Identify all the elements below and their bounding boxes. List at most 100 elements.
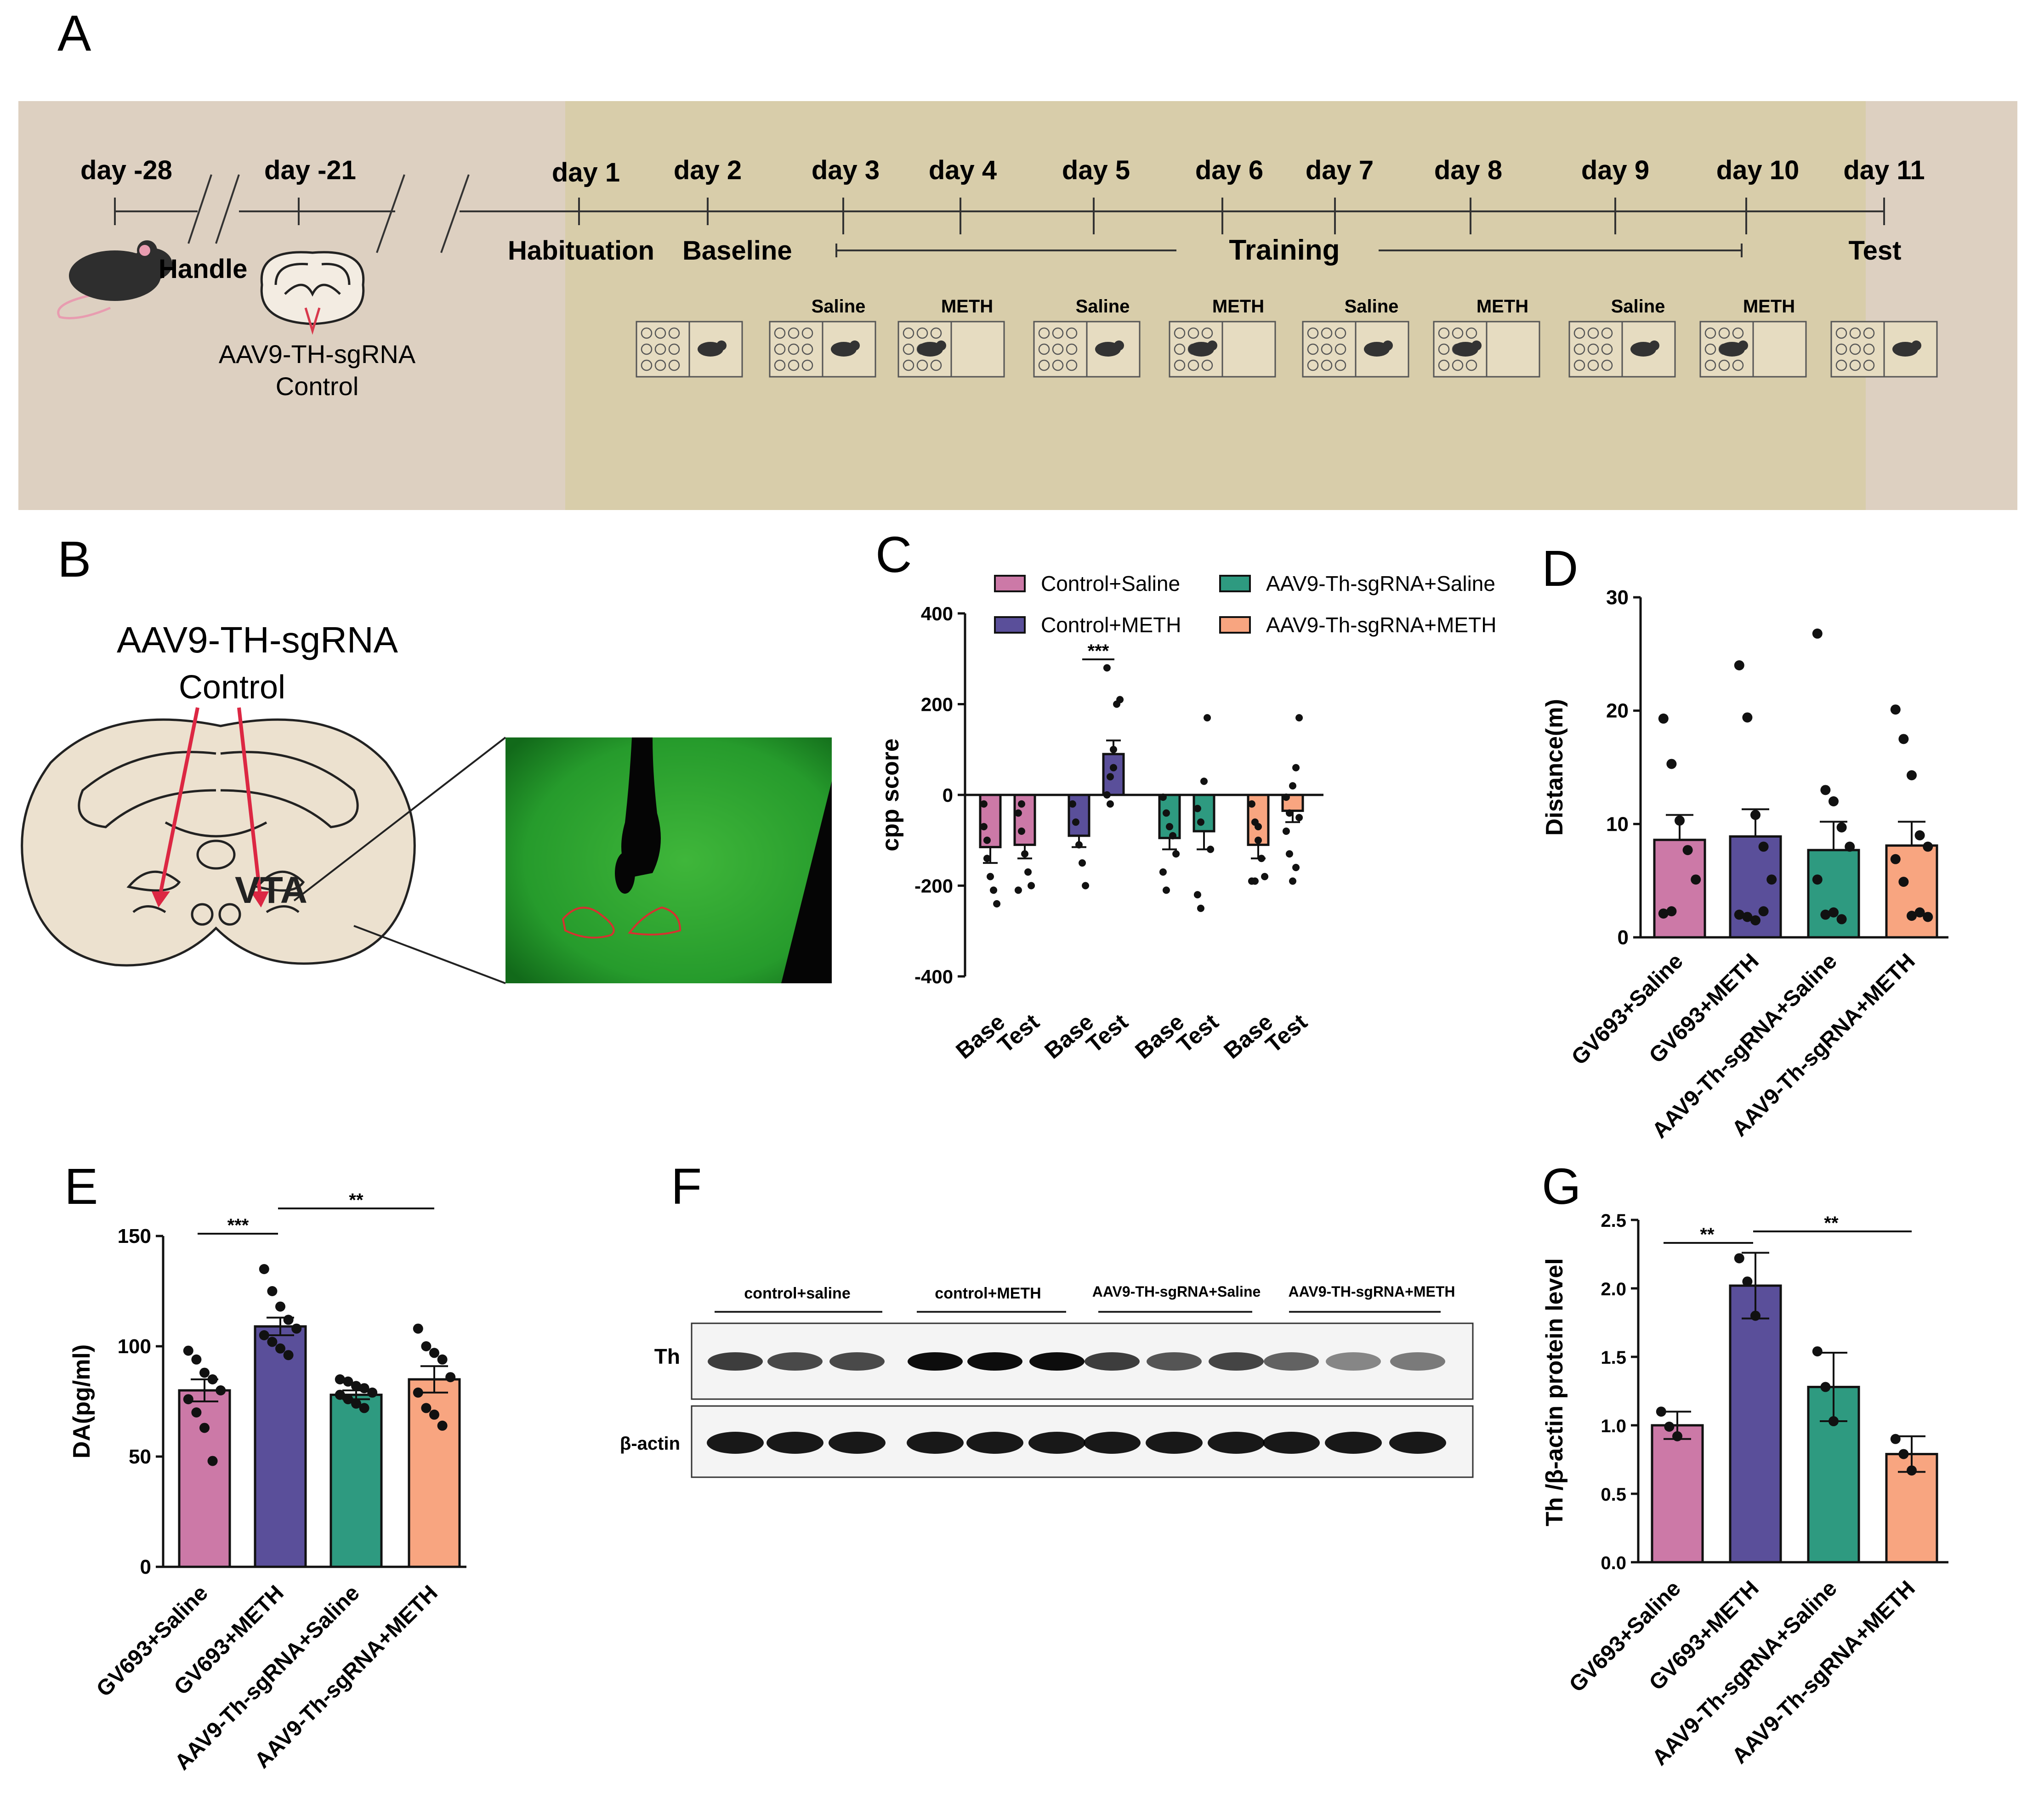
data-point	[1014, 809, 1022, 817]
data-point	[1750, 915, 1760, 925]
blot-band-actin	[1263, 1432, 1320, 1454]
cpp-box-label: Saline	[1611, 296, 1665, 317]
data-point	[216, 1385, 226, 1395]
day-label: day 10	[1716, 155, 1800, 185]
data-point	[1914, 830, 1925, 840]
vta-label: VTA	[235, 869, 307, 911]
data-point	[1758, 841, 1769, 852]
cpp-box-hole	[903, 327, 914, 339]
y-tick-label: -400	[914, 966, 953, 987]
zoom-line	[293, 737, 506, 901]
cpp-box-hole	[1863, 327, 1875, 339]
data-point	[1021, 850, 1028, 858]
cpp-box-hole	[668, 327, 680, 339]
brain-section-icon	[21, 718, 416, 967]
bar	[1651, 1424, 1704, 1564]
data-point	[1820, 909, 1831, 920]
legend-label: AAV9-Th-sgRNA+METH	[1266, 613, 1496, 637]
data-point	[1106, 773, 1114, 781]
cpp-box-hole	[1849, 359, 1861, 371]
data-point	[413, 1323, 423, 1334]
cpp-box-hole	[654, 343, 666, 355]
data-point	[1282, 793, 1290, 801]
blot-band-actin	[966, 1432, 1023, 1454]
data-point	[1207, 845, 1215, 853]
panelb-virus-label: AAV9-TH-sgRNA	[117, 619, 398, 660]
data-point	[1766, 874, 1777, 885]
cpp-box-hole	[1307, 359, 1319, 371]
data-point	[1836, 822, 1847, 833]
legend-swatch	[1219, 616, 1251, 634]
significance-mark: **	[349, 1190, 363, 1210]
cpp-box-hole	[654, 327, 666, 339]
chart-e: 050100150DA(pg/ml)GV693+SalineGV693+METH…	[68, 1190, 466, 1775]
cpp-box-hole	[1863, 359, 1875, 371]
phase-baseline: Baseline	[682, 236, 792, 266]
cpp-box-hole	[1573, 327, 1585, 339]
data-point	[413, 1387, 423, 1398]
blot-band-actin	[1084, 1432, 1141, 1454]
injection-arrows	[152, 707, 269, 907]
chart-d: 0102030Distance(m)GV693+SalineGV693+METH…	[1541, 586, 1948, 1143]
blot-band-th	[1147, 1352, 1202, 1371]
blot-band-th	[908, 1352, 963, 1371]
cpp-box-hole	[641, 343, 653, 355]
day-label: day 9	[1581, 155, 1649, 185]
bar	[1102, 753, 1125, 796]
legend-c: Control+Saline Control+METH AAV9-Th-sgRN…	[994, 572, 1496, 637]
data-point	[1295, 814, 1303, 822]
cpp-box-hole	[1465, 359, 1477, 371]
mouse-icon	[1911, 340, 1921, 351]
y-tick-label: 2.5	[1601, 1211, 1626, 1231]
mouse-icon	[1649, 340, 1659, 351]
data-point	[1907, 770, 1917, 781]
day-label: day 1	[552, 158, 620, 187]
significance-mark: ***	[1088, 641, 1109, 661]
data-point	[1656, 1406, 1666, 1417]
data-point	[1923, 841, 1933, 852]
data-point	[183, 1394, 193, 1405]
data-point	[980, 800, 988, 808]
blot-band-th	[1029, 1352, 1085, 1371]
cpp-box-hole	[1066, 327, 1078, 339]
cpp-box-hole	[774, 359, 786, 371]
data-point	[1750, 1310, 1760, 1321]
blot-band-th	[967, 1352, 1022, 1371]
data-point	[1890, 854, 1901, 864]
cpp-box-hole	[801, 359, 813, 371]
handle-label: Handle	[159, 254, 247, 284]
data-point	[1285, 850, 1293, 858]
data-point	[1028, 882, 1035, 890]
cpp-box-hole	[1052, 343, 1064, 355]
bar	[178, 1389, 231, 1568]
mouse-icon	[1471, 340, 1482, 351]
cpp-box-hole	[1601, 343, 1613, 355]
data-point	[259, 1330, 269, 1340]
phase-habituation: Habituation	[508, 236, 654, 266]
bar	[1193, 794, 1215, 833]
cpp-box-hole	[1452, 327, 1464, 339]
significance-mark: **	[1824, 1213, 1839, 1233]
data-point	[1014, 886, 1022, 894]
data-point	[983, 855, 991, 862]
data-point	[1169, 832, 1177, 839]
data-point	[351, 1398, 361, 1409]
data-point	[283, 1315, 294, 1325]
phase-test: Test	[1849, 236, 1902, 266]
data-point	[1898, 877, 1909, 887]
cpp-box-hole	[930, 327, 942, 339]
phase-training: Training	[1229, 234, 1340, 266]
data-point	[437, 1354, 448, 1365]
cpp-box-hole	[1335, 343, 1346, 355]
x-tick-label: Test	[993, 1009, 1044, 1058]
cpp-box-hole	[903, 343, 914, 355]
blot-band-actin	[707, 1432, 764, 1454]
data-point	[191, 1407, 202, 1417]
data-point	[1812, 628, 1823, 639]
data-point	[1672, 1431, 1682, 1441]
y-tick-label: 0.5	[1601, 1485, 1626, 1505]
legend-swatch	[994, 575, 1026, 592]
blot-band-th	[767, 1352, 823, 1371]
cpp-box-hole	[1704, 359, 1716, 371]
data-point	[1914, 907, 1925, 918]
